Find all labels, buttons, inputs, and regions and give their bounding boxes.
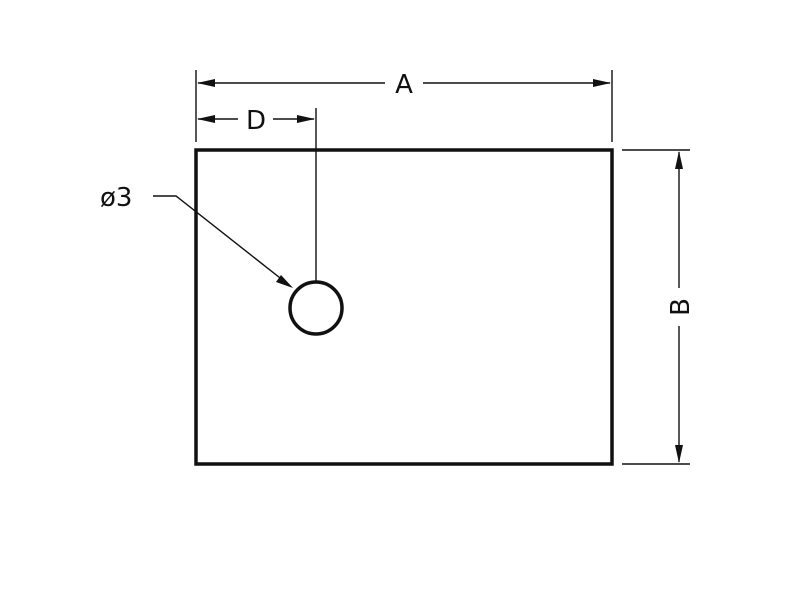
leader-arrowhead bbox=[276, 275, 293, 288]
arrowhead-a-right bbox=[593, 79, 611, 87]
arrowhead-d-left bbox=[197, 115, 215, 123]
dimension-label-b: B bbox=[666, 298, 696, 316]
hole-circle bbox=[288, 280, 344, 336]
dimension-label-d: D bbox=[246, 106, 266, 136]
dimension-b: B bbox=[622, 149, 696, 465]
hole-diameter-label: ø3 bbox=[100, 183, 132, 213]
dimension-d: D bbox=[197, 106, 317, 282]
leader-line bbox=[153, 195, 290, 286]
dimension-label-a: A bbox=[395, 70, 413, 100]
dimension-a: A bbox=[195, 70, 613, 142]
arrowhead-a-left bbox=[197, 79, 215, 87]
hole-diameter-callout: ø3 bbox=[100, 183, 293, 288]
arrowhead-b-bottom bbox=[675, 445, 683, 463]
plate-outline bbox=[194, 148, 614, 466]
arrowhead-b-top bbox=[675, 151, 683, 169]
arrowhead-d-right bbox=[297, 115, 315, 123]
